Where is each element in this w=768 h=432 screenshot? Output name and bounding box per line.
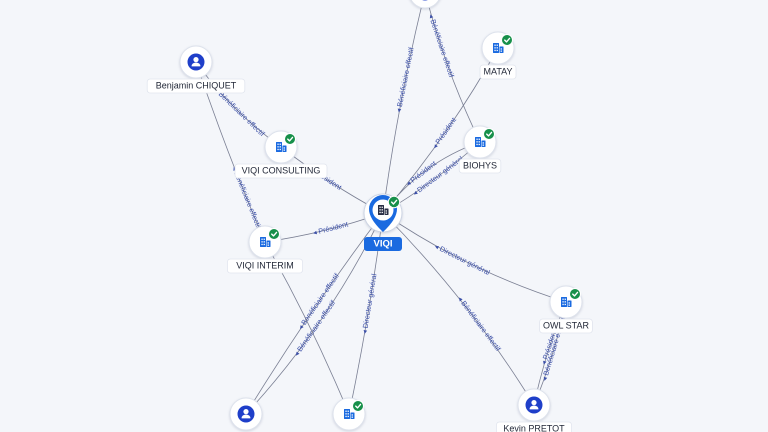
verified-check-icon [483,128,495,140]
node-label: OWL STAR [539,318,593,334]
node-viqi-consulting[interactable]: VIQI CONSULTING [234,130,328,179]
edge-line [382,212,535,406]
person-icon [237,405,255,423]
verified-check-icon [387,195,401,209]
node-label-text: VIQI CONSULTING [242,165,321,175]
edge-label: ◂ Bénéficiaire effectif [394,46,416,113]
node-label: Benjamin CHIQUET [146,78,246,94]
edge-label: ◂ Bénéficiaire effectif [213,86,267,138]
node-label: Kevin PRETOT [496,421,572,432]
verified-check-icon [284,133,296,145]
edge-kevin-center: ◂ Bénéficiaire effectif [382,212,535,406]
edge-line [382,212,567,303]
node-person-bottom[interactable] [229,397,263,431]
node-label-text: BIOHYS [463,160,497,170]
node-viqi-interim[interactable]: VIQI INTERIM [226,225,303,274]
center-node[interactable]: VIQI [363,193,403,251]
person-icon [187,53,205,71]
person-icon [525,396,543,414]
verified-check-icon [569,288,581,300]
node-label: VIQI CONSULTING [234,163,328,179]
node-label: BIOHYS [458,158,502,174]
edge-label: ◂ Président [430,116,458,151]
building-icon [561,297,572,307]
verified-check-icon [352,400,364,412]
building-icon [378,205,389,215]
node-label-text: MATAY [484,66,513,76]
node-giovanni-ittobis[interactable]: Giovanni ITTOBIS [376,0,474,9]
edge-label: ◂ Directeur général [360,273,379,335]
edge-benjamin-viqi_consulting: ◂ Bénéficiaire effectif [195,61,282,148]
edge-line [245,212,384,415]
node-owl-star[interactable]: OWL STAR [539,285,593,334]
node-label-text: VIQI INTERIM [236,260,294,270]
edge-label: ◂ Bénéficiaire effectif [456,294,503,352]
building-icon [493,43,504,53]
edge-line [382,0,424,214]
edge-owl_star-center: ◂ Directeur général [382,212,567,303]
node-benjamin-chiquet[interactable]: Benjamin CHIQUET [146,45,246,94]
building-icon [344,409,355,419]
verified-check-icon [268,228,280,240]
center-label: VIQI [364,237,402,251]
edge-line [426,0,481,143]
building-icon [260,237,271,247]
building-icon [475,137,486,147]
edge-label: ◂ Président [312,220,349,238]
edge-label: ◂ Directeur général [433,241,492,277]
node-company-bottom[interactable] [332,397,366,431]
center-label-text: VIQI [373,239,392,250]
node-matay[interactable]: MATAY [479,31,517,80]
node-label-text: Benjamin CHIQUET [156,80,237,90]
node-biohys[interactable]: BIOHYS [458,125,502,174]
node-kevin-pretot[interactable]: Kevin PRETOT [496,388,572,432]
node-label: VIQI INTERIM [226,258,303,274]
edge-label: ◂ Bénéficiaire effectif [427,13,456,79]
building-icon [276,142,287,152]
verified-check-icon [501,34,513,46]
node-label-text: OWL STAR [543,320,590,330]
node-label: MATAY [479,64,517,80]
person-icon [422,0,428,1]
node-label-text: Kevin PRETOT [503,423,565,432]
nodes: Giovanni ITTOBIS MATAY Benjamin CHIQUET VIQ… [146,0,593,432]
